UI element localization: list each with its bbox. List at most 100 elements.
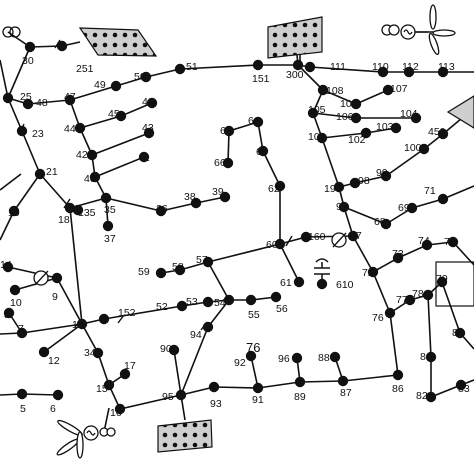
line-93-91 xyxy=(213,386,259,389)
bus-label-111: 111 xyxy=(330,61,346,73)
bus-node-9 xyxy=(51,272,63,284)
bus-label-88: 88 xyxy=(318,352,330,364)
bus-node-83 xyxy=(455,379,467,391)
bus-label-56: 56 xyxy=(276,303,288,315)
bus-label-38: 38 xyxy=(184,191,196,203)
bus-label-112: 112 xyxy=(402,61,419,73)
solar-panel-icon xyxy=(446,95,474,129)
line-91-89 xyxy=(257,381,301,389)
bus-label-79: 79 xyxy=(436,273,448,285)
bus-label-45: 45 xyxy=(108,108,120,120)
bus-node-151 xyxy=(252,59,264,71)
line-13-12 xyxy=(43,323,83,353)
bus-label-76: 76 xyxy=(372,312,384,324)
transformer-icon xyxy=(2,26,21,38)
bus-node-41 xyxy=(138,151,150,163)
bus-label-69: 69 xyxy=(398,202,410,214)
line-57-60 xyxy=(207,243,281,263)
bus-label-57: 57 xyxy=(196,254,208,266)
solar-panel-icon xyxy=(78,27,158,57)
bus-node-82 xyxy=(425,391,437,403)
bus-label-90: 90 xyxy=(160,343,172,355)
bus-label-160: 160 xyxy=(308,231,326,243)
bus-node-66 xyxy=(222,157,234,169)
bus-label-17: 17 xyxy=(124,360,136,372)
line-45-46 xyxy=(120,102,153,117)
bus-nodes xyxy=(2,40,467,415)
bus-node-79 xyxy=(436,276,448,288)
bus-label-610: 610 xyxy=(336,279,354,291)
bus-node-76 xyxy=(384,307,396,319)
bus-label-152: 152 xyxy=(118,307,136,319)
bus-label-13: 13 xyxy=(72,319,84,331)
bus-node-50 xyxy=(140,71,152,83)
bus-node-92 xyxy=(245,350,257,362)
line-18-13 xyxy=(69,207,83,325)
line-78-81 xyxy=(427,294,432,358)
bus-node-77 xyxy=(404,294,416,306)
bus-label-91: 91 xyxy=(252,394,264,406)
line-48-47 xyxy=(27,99,71,105)
line-97-68 xyxy=(343,206,387,225)
bus-node-47 xyxy=(64,94,76,106)
bus-node-7 xyxy=(16,327,28,339)
bus-node-10 xyxy=(9,284,21,296)
line-23-21 xyxy=(21,130,41,175)
bus-node-96 xyxy=(291,352,303,364)
bus-node-40 xyxy=(89,171,101,183)
bus-label-102: 102 xyxy=(348,134,366,146)
line-95-16 xyxy=(119,394,182,410)
bus-node-95 xyxy=(175,389,187,401)
bus-label-96: 96 xyxy=(278,353,290,365)
bus-label-19: 19 xyxy=(8,207,20,219)
bus-node-60 xyxy=(274,238,286,250)
bus-label-8: 8 xyxy=(4,309,10,321)
line-79-84 xyxy=(441,281,461,334)
line-5-6 xyxy=(21,393,59,396)
bus-node-46 xyxy=(146,97,158,109)
line-90-95 xyxy=(173,349,182,396)
bus-label-65: 65 xyxy=(220,125,232,137)
line-21-19 xyxy=(13,173,41,212)
line-91-92 xyxy=(250,355,259,389)
bus-label-30: 30 xyxy=(22,55,34,67)
line-87-86 xyxy=(342,374,399,382)
bus-label-46: 46 xyxy=(142,96,154,108)
bus-node-30 xyxy=(24,41,36,53)
bus-node-112 xyxy=(403,66,415,78)
bus-node-61 xyxy=(293,276,305,288)
bus-node-109 xyxy=(350,98,362,110)
bus-label-95: 95 xyxy=(162,391,174,403)
bus-node-36 xyxy=(155,205,167,217)
bus-node-53 xyxy=(202,296,214,308)
line-69-71 xyxy=(411,198,444,209)
line-73-74 xyxy=(397,244,428,259)
bus-node-49 xyxy=(110,80,122,92)
bus-node-72 xyxy=(367,266,379,278)
line-30-25 xyxy=(7,46,31,99)
bus-node-98 xyxy=(349,177,361,189)
bus-label-50: 50 xyxy=(134,71,146,83)
voltage-regulator-icon xyxy=(33,270,49,286)
bus-label-35: 35 xyxy=(104,204,116,216)
bus-node-59 xyxy=(155,267,167,279)
bus-node-135 xyxy=(72,204,84,216)
bus-label-64: 64 xyxy=(248,115,260,127)
bus-node-107 xyxy=(382,84,394,96)
bus-label-74: 74 xyxy=(418,235,430,247)
line-36-38 xyxy=(160,202,197,212)
line-98-99 xyxy=(354,175,387,184)
bus-label-105: 105 xyxy=(308,104,326,116)
bus-node-160 xyxy=(300,231,312,243)
bus-node-90 xyxy=(168,344,180,356)
bus-node-35 xyxy=(100,192,112,204)
bus-label-89: 89 xyxy=(294,391,306,403)
bus-label-109: 109 xyxy=(340,98,358,110)
bus-label-52: 52 xyxy=(156,301,168,313)
bus-label-21: 21 xyxy=(46,166,58,178)
line-21-18 xyxy=(39,173,71,209)
bus-node-57 xyxy=(202,256,214,268)
wind-turbine-icon xyxy=(381,4,456,56)
bus-label-47: 47 xyxy=(64,91,76,103)
bus-label-300: 300 xyxy=(286,69,304,81)
